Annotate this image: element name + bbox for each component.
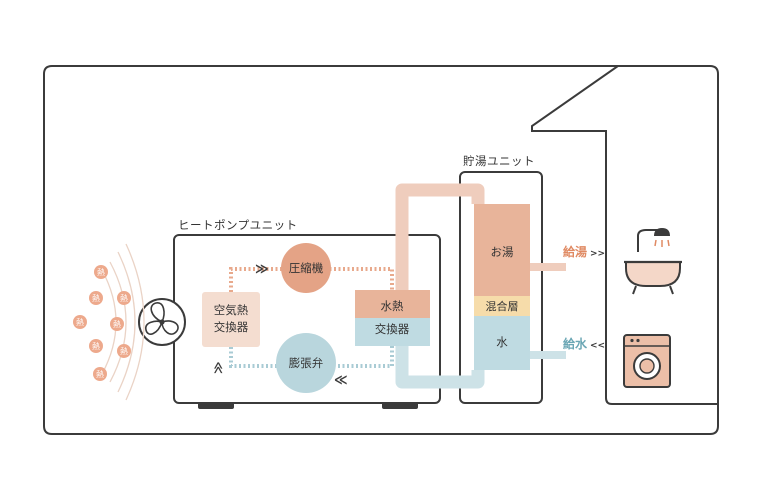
water-supply-arrow: <<	[590, 341, 605, 351]
air-hx-label-2: 交換器	[214, 320, 249, 334]
heat-dot	[117, 344, 131, 358]
water-hx-label-2: 交換器	[375, 322, 410, 336]
hot-water-pipe	[395, 183, 485, 294]
flow-arrow-left: ≫	[211, 361, 225, 374]
heat-dot-label: 熱	[120, 346, 128, 356]
hot-supply-label: 給湯	[563, 244, 587, 259]
heat-dot	[117, 291, 131, 305]
expansion-valve-label: 膨張弁	[289, 356, 324, 370]
tank-cold-layer	[474, 316, 530, 370]
heat-dots: 熱 熱 熱 熱 熱 熱 熱 熱	[73, 265, 131, 381]
air-hx-label-1: 空気熱	[214, 303, 249, 317]
house-roof-right	[618, 65, 719, 404]
compressor	[281, 243, 331, 293]
water-supply-pipe	[530, 351, 566, 359]
hot-supply-pipe	[530, 263, 566, 271]
heat-pump-foot-left	[198, 402, 234, 409]
heat-dot-label: 熱	[92, 293, 100, 303]
bathtub-shower-icon	[624, 228, 682, 295]
heat-dot-label: 熱	[76, 317, 84, 327]
heat-dot	[94, 265, 108, 279]
storage-unit-label: 貯湯ユニット	[463, 154, 535, 168]
fan-icon	[138, 298, 186, 346]
heat-pump-foot-right	[382, 402, 418, 409]
air-heat-exchanger	[202, 292, 260, 347]
heat-pump-unit-label: ヒートポンプユニット	[178, 218, 298, 232]
house-outline	[43, 65, 719, 435]
tank-hot-label: お湯	[491, 245, 514, 259]
washing-machine-icon	[623, 334, 671, 388]
heat-dot-label: 熱	[120, 293, 128, 303]
heat-dot-label: 熱	[113, 319, 121, 329]
cold-water-pipe	[395, 336, 485, 389]
expansion-valve	[276, 333, 336, 393]
heat-dot-label: 熱	[97, 267, 105, 277]
heat-dot	[89, 339, 103, 353]
water-hx-label-1: 水熱	[381, 299, 404, 313]
heat-dot	[93, 367, 107, 381]
water-heat-exchanger-cold	[355, 318, 430, 346]
heat-dot	[73, 315, 87, 329]
compressor-label: 圧縮機	[289, 261, 324, 275]
tank-hot-layer	[474, 204, 530, 296]
flow-arrow-bottom: ≪	[334, 373, 348, 388]
hot-supply-arrow: >>	[590, 249, 605, 259]
tank-cold-label: 水	[496, 335, 508, 349]
heat-dot	[110, 317, 124, 331]
water-heat-exchanger-hot	[355, 290, 430, 318]
tank-mixed-label: 混合層	[486, 299, 519, 313]
tank-mixed-layer	[474, 296, 530, 316]
heat-dot-label: 熱	[96, 369, 104, 379]
water-supply-label: 給水	[563, 336, 588, 351]
flow-arrow-top: ≫	[255, 262, 269, 277]
heat-dot-label: 熱	[92, 341, 100, 351]
heat-dot	[89, 291, 103, 305]
